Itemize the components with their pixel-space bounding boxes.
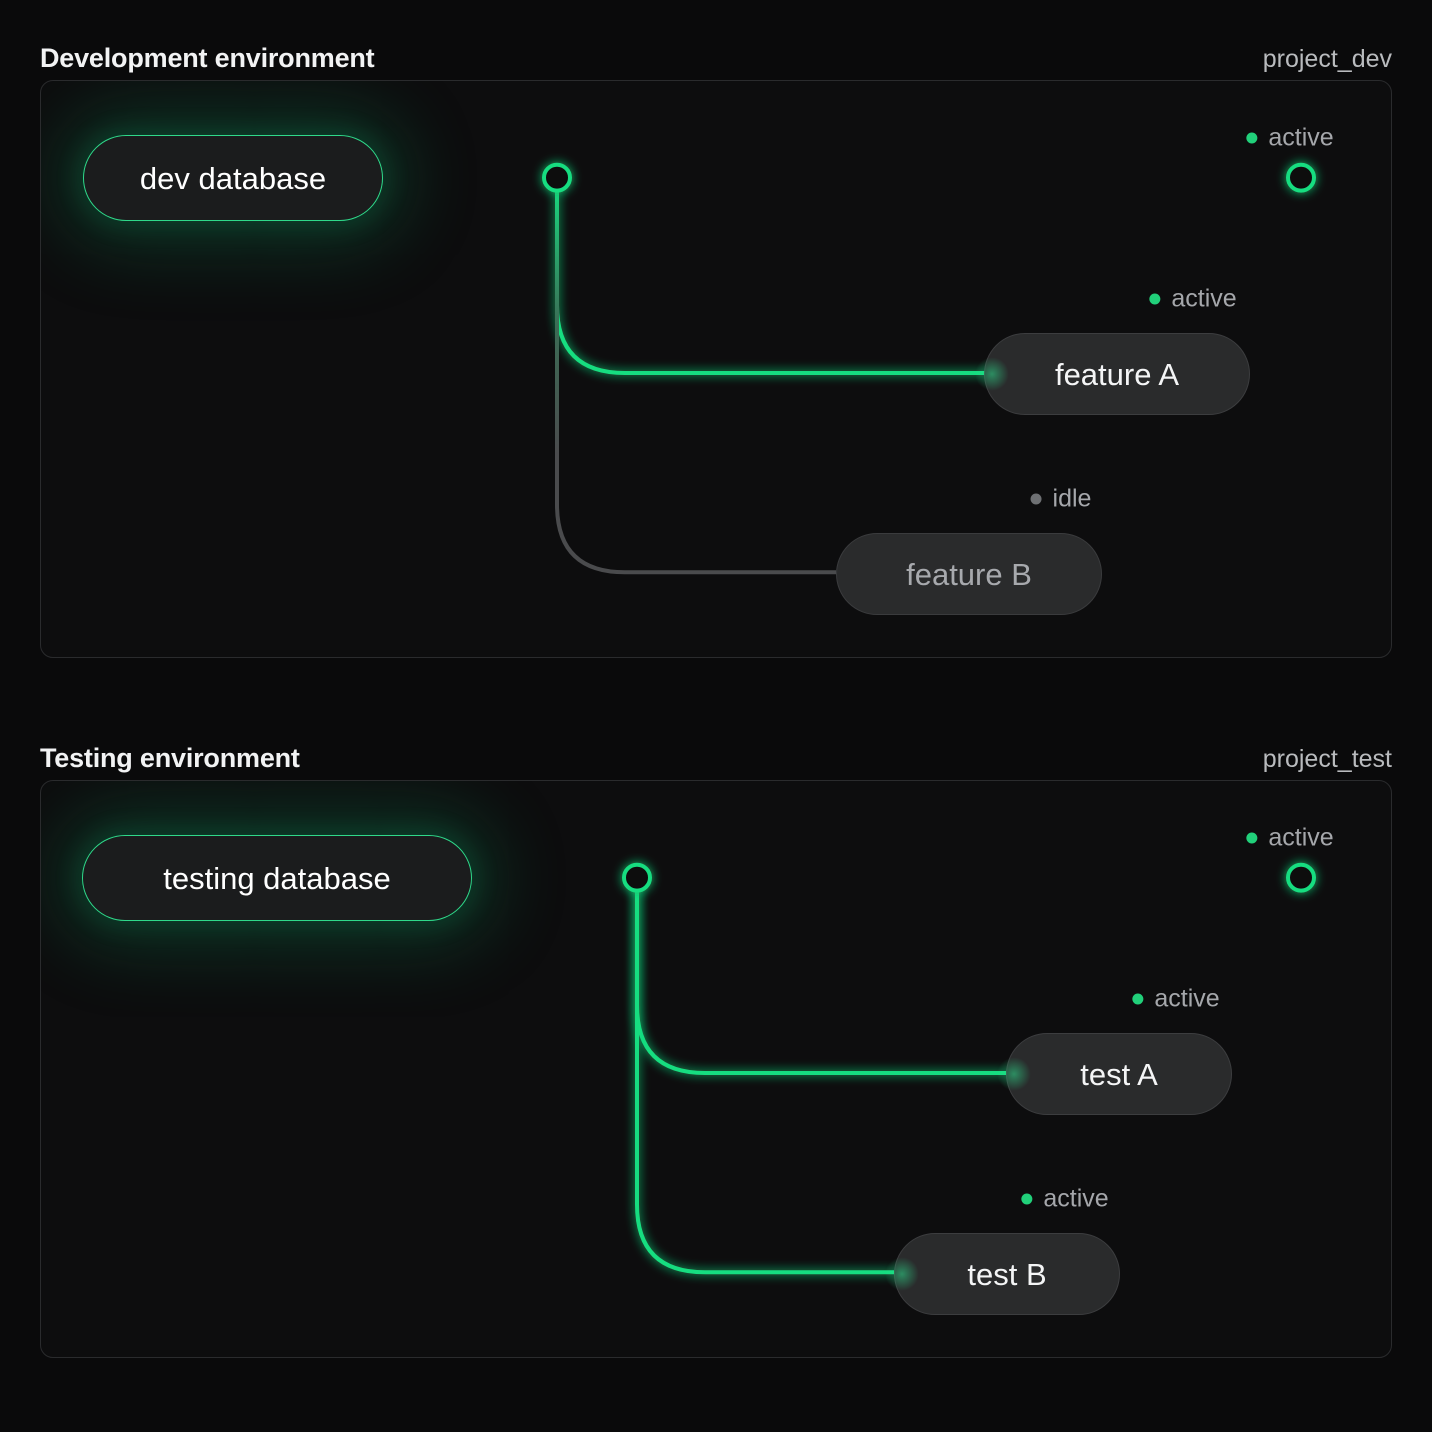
db-node-dev[interactable]: dev database: [83, 135, 383, 221]
leaf-node-label: feature B: [906, 556, 1032, 592]
section-header-test: Testing environment project_test: [40, 700, 1392, 780]
status-dot-icon: [1132, 993, 1144, 1005]
graph-edges-dev: [343, 162, 1316, 575]
project-label-dev: project_dev: [1262, 45, 1392, 73]
leaf-node-feature-b[interactable]: feature B: [836, 533, 1102, 615]
status-dot-icon: [1030, 493, 1042, 505]
environment-section-test: Testing environment project_test: [0, 700, 1432, 1358]
graph-panel-dev: dev database active feature A active fea…: [40, 80, 1392, 658]
junction-node-dev[interactable]: [542, 162, 572, 193]
leaf-node-label: feature A: [1054, 356, 1180, 392]
edge-db-to-test-a: [635, 877, 1006, 1075]
leaf-node-label: test B: [967, 1256, 1047, 1292]
graph-edges-test: [434, 862, 1316, 1275]
section-header-dev: Development environment project_dev: [40, 0, 1392, 80]
db-node-label: dev database: [139, 160, 327, 196]
status-label: idle: [1052, 484, 1092, 513]
status-dot-icon: [1246, 132, 1258, 144]
status-dot-icon: [1021, 1193, 1033, 1205]
endpoint-node-dev[interactable]: [1286, 162, 1316, 193]
status-badge-test-b: active: [1021, 1184, 1109, 1213]
project-label-test: project_test: [1262, 745, 1392, 773]
leaf-node-label: test A: [1080, 1056, 1158, 1092]
edge-db-to-feature-b: [555, 177, 836, 575]
status-badge-feature-b: idle: [1030, 484, 1092, 513]
status-badge-test-a: active: [1132, 984, 1220, 1013]
junction-node-test[interactable]: [622, 862, 652, 893]
page-title-test: Testing environment: [40, 743, 300, 773]
edge-db-to-feature-a: [555, 177, 986, 375]
leaf-node-feature-a[interactable]: feature A: [984, 333, 1250, 415]
environment-section-dev: Development environment project_dev: [0, 0, 1432, 658]
status-dot-icon: [1246, 832, 1258, 844]
edge-db-to-test-b: [635, 877, 894, 1275]
status-dot-icon: [1149, 293, 1161, 305]
leaf-node-test-a[interactable]: test A: [1006, 1033, 1232, 1115]
status-label: active: [1268, 123, 1334, 152]
leaf-node-test-b[interactable]: test B: [894, 1233, 1120, 1315]
status-label: active: [1268, 823, 1334, 852]
status-label: active: [1043, 1184, 1109, 1213]
page-title-dev: Development environment: [40, 43, 375, 73]
db-node-test[interactable]: testing database: [82, 835, 472, 921]
graph-panel-test: testing database active test A active te…: [40, 780, 1392, 1358]
status-badge-trunk-dev: active: [1246, 123, 1334, 152]
status-label: active: [1154, 984, 1220, 1013]
status-badge-trunk-test: active: [1246, 823, 1334, 852]
status-label: active: [1171, 284, 1237, 313]
status-badge-feature-a: active: [1149, 284, 1237, 313]
db-node-label: testing database: [163, 860, 391, 896]
endpoint-node-test[interactable]: [1286, 862, 1316, 893]
